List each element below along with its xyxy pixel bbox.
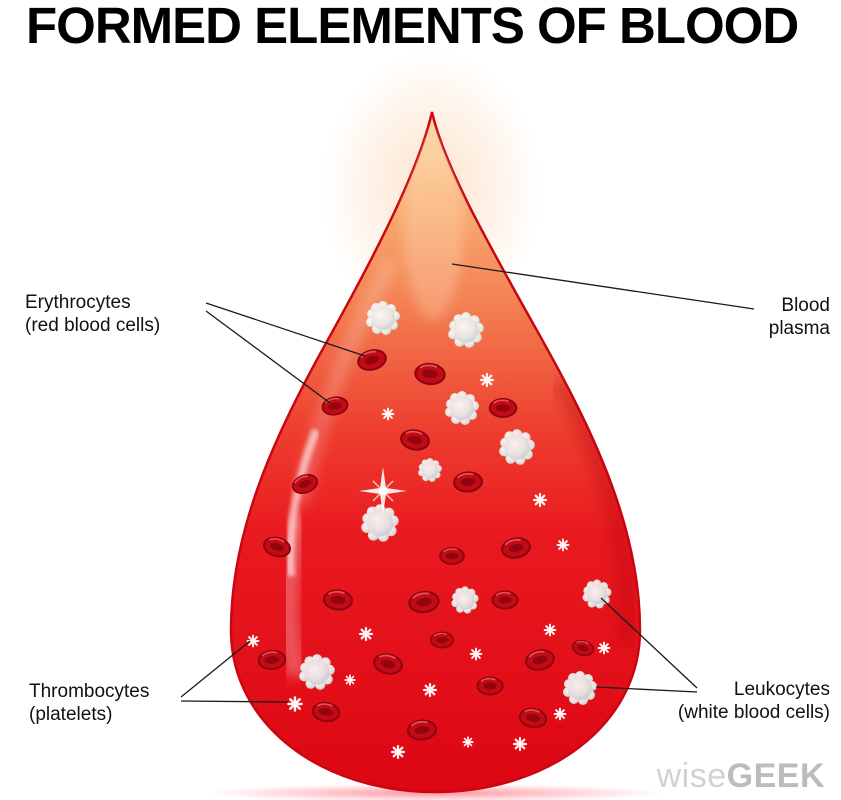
- thrombocytes-pointer-line-1: [180, 640, 251, 698]
- leukocytes-pointer-line-2: [595, 686, 698, 693]
- platelet: [422, 682, 438, 698]
- erythrocytes-pointer-line-1: [205, 302, 366, 357]
- red-blood-cell: [491, 590, 519, 610]
- red-blood-cell: [439, 547, 465, 565]
- label-thrombocytes: Thrombocytes (platelets): [29, 680, 219, 726]
- platelet: [358, 626, 374, 642]
- label-blood-plasma-line2: plasma: [768, 318, 830, 339]
- label-erythrocytes-line1: Erythrocytes: [25, 292, 131, 313]
- callout-lines: [180, 263, 755, 703]
- label-thrombocytes-line2: (platelets): [29, 704, 113, 725]
- watermark-geek: GEEK: [726, 757, 825, 795]
- platelet: [479, 372, 495, 388]
- platelet: [287, 696, 303, 712]
- watermark-wise: wise: [656, 757, 727, 795]
- platelet: [344, 674, 356, 686]
- blood-plasma-pointer-line: [451, 263, 755, 310]
- leukocytes-pointer-line-1: [600, 597, 698, 689]
- red-blood-cell: [476, 676, 504, 696]
- platelet: [556, 538, 570, 552]
- label-leukocytes-line1: Leukocytes: [733, 679, 830, 700]
- platelet: [597, 641, 611, 655]
- platelet: [532, 492, 548, 508]
- platelet: [543, 623, 557, 637]
- label-leukocytes: Leukocytes (white blood cells): [640, 678, 830, 724]
- page-title: FORMED ELEMENTS OF BLOOD: [26, 0, 799, 54]
- label-erythrocytes: Erythrocytes (red blood cells): [25, 291, 215, 337]
- label-blood-plasma: Blood plasma: [710, 294, 830, 340]
- label-thrombocytes-line1: Thrombocytes: [29, 681, 150, 702]
- label-blood-plasma-line1: Blood: [781, 295, 830, 316]
- drop-gloss-group: [276, 130, 639, 680]
- red-blood-cell: [429, 631, 455, 649]
- platelet: [512, 736, 528, 752]
- platelet: [553, 707, 567, 721]
- platelet: [469, 647, 483, 661]
- label-erythrocytes-line2: (red blood cells): [25, 315, 161, 336]
- platelet: [462, 736, 474, 748]
- platelet: [390, 744, 406, 760]
- red-blood-cell: [488, 398, 518, 418]
- watermark: wiseGEEK: [657, 757, 825, 796]
- thrombocytes-pointer-line-2: [180, 700, 289, 703]
- erythrocytes-pointer-line-2: [205, 310, 331, 404]
- label-leukocytes-line2: (white blood cells): [677, 702, 830, 723]
- platelet: [381, 407, 395, 421]
